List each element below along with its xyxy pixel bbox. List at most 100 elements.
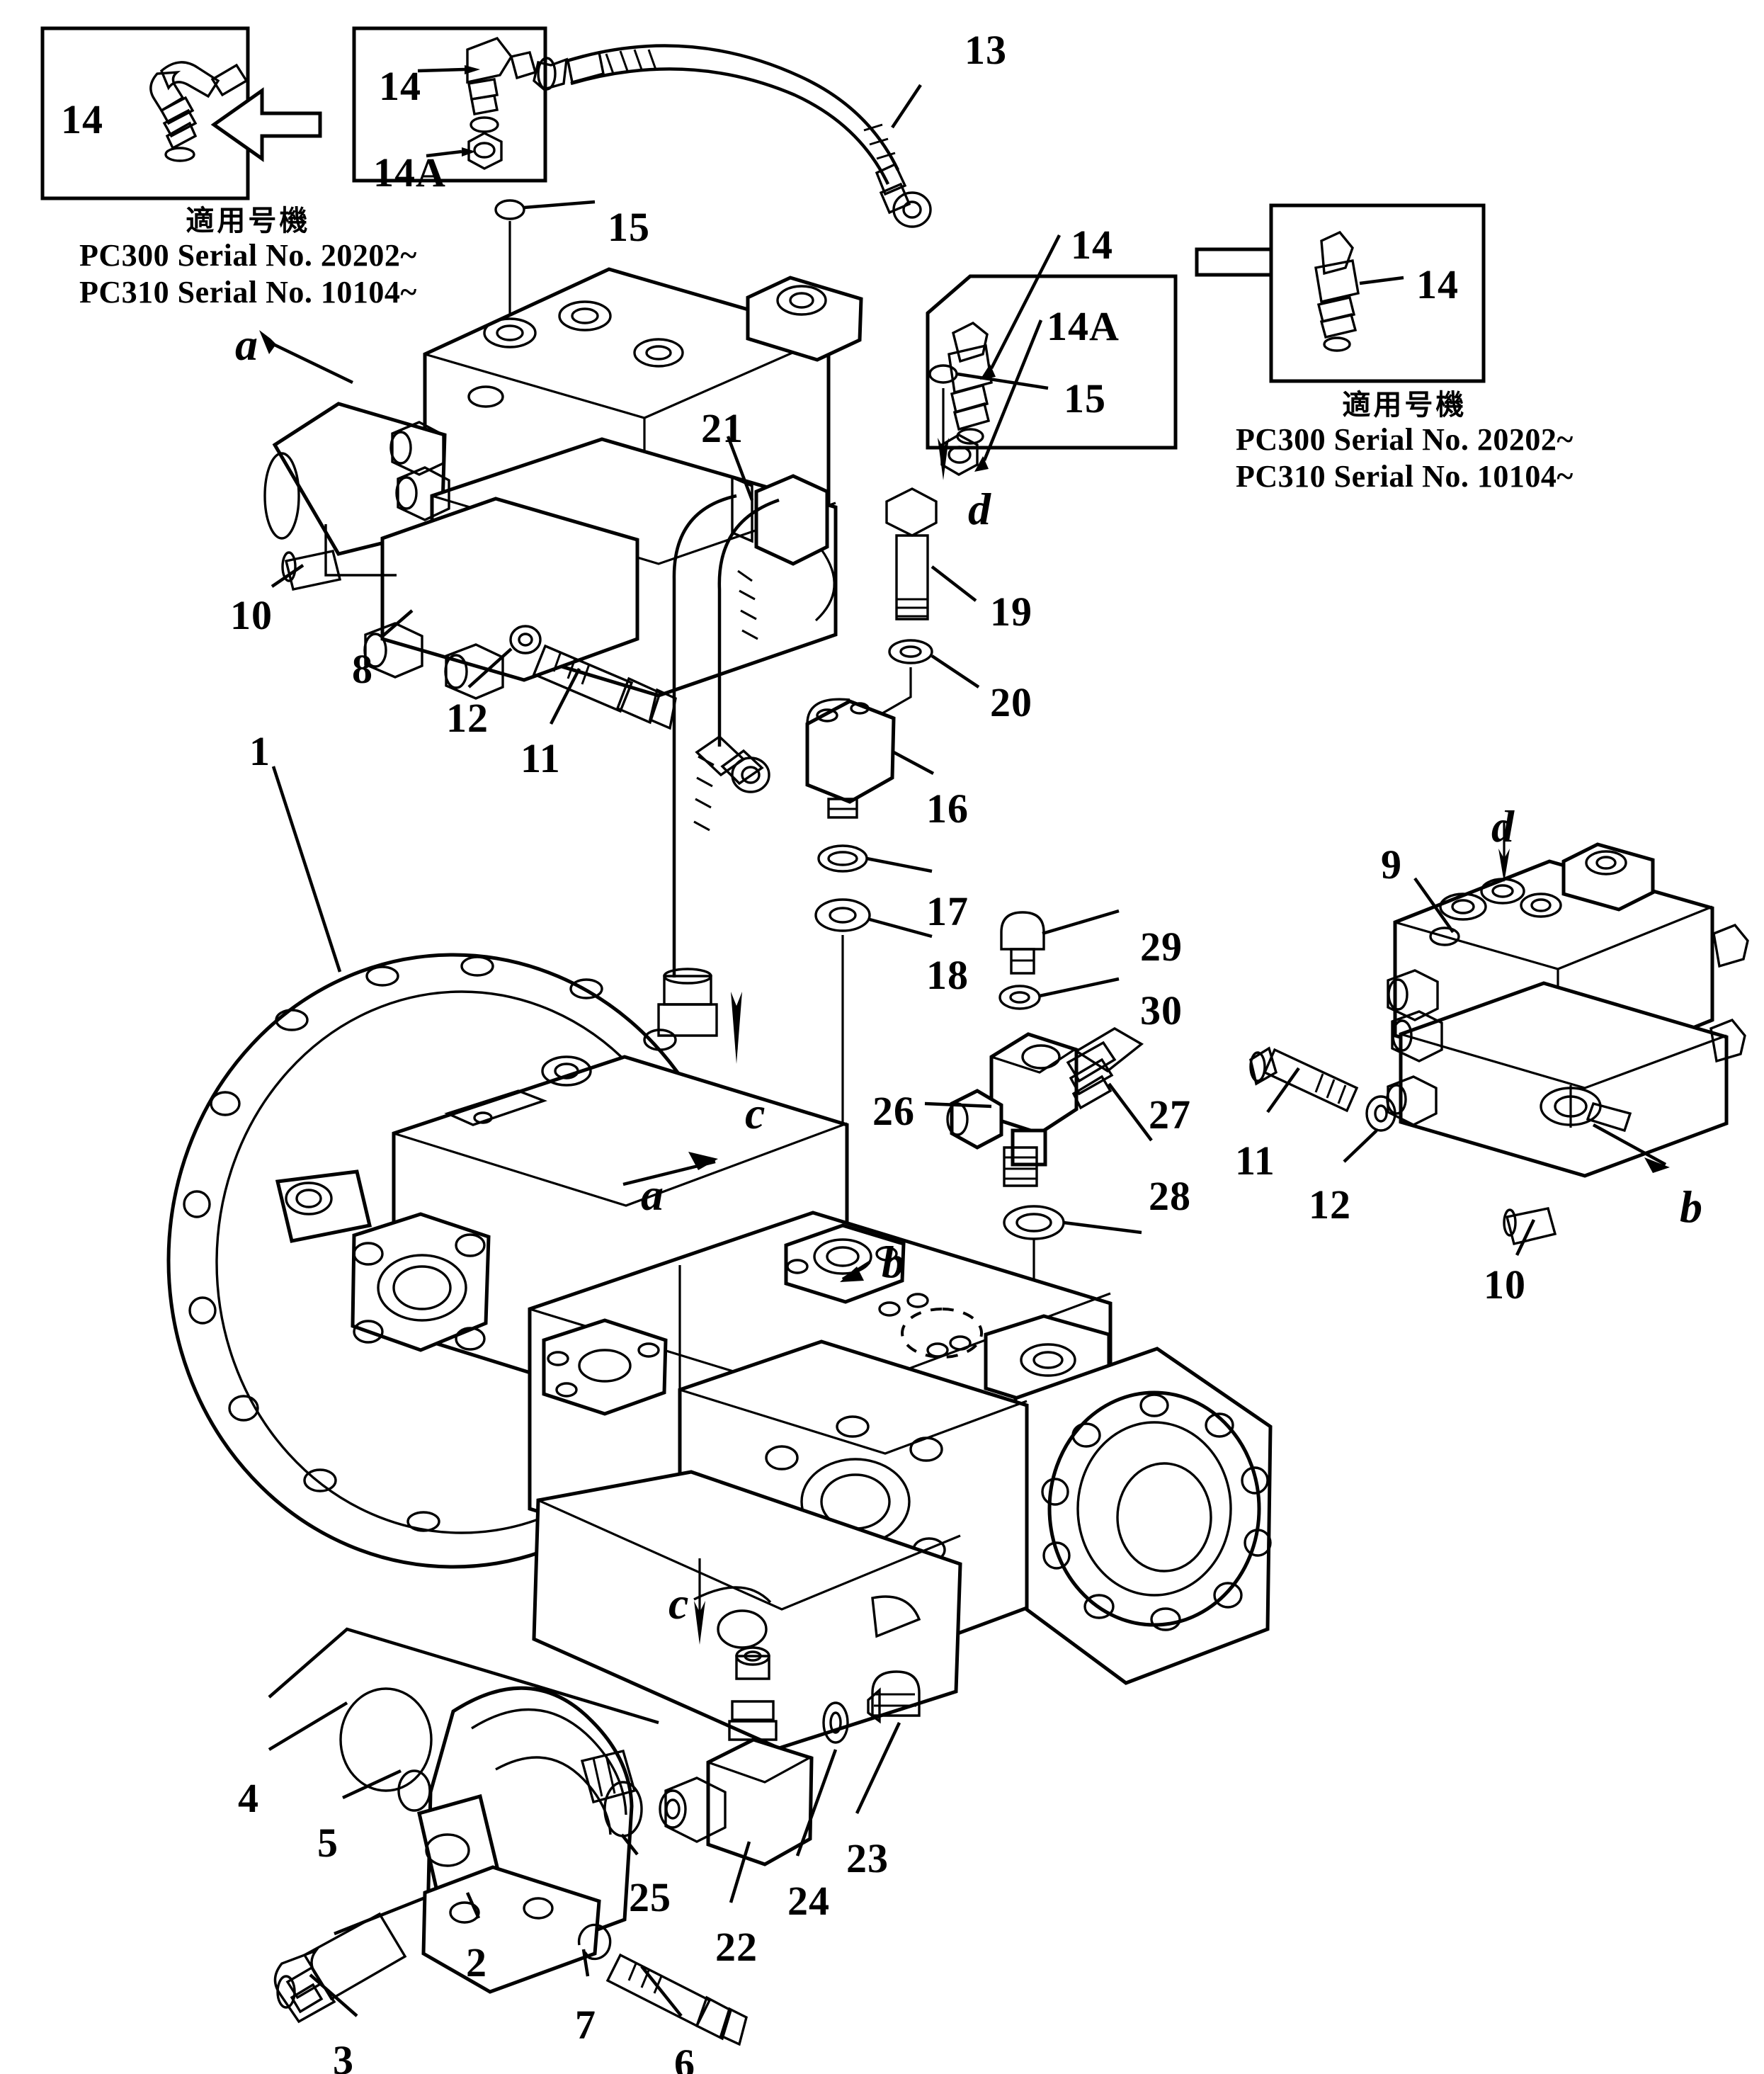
leader-16 [892, 751, 935, 775]
leader-15-right [957, 372, 1049, 390]
callout-13: 13 [964, 27, 1007, 73]
serial-note-right-line2: PC310 Serial No. 10104~ [1236, 459, 1574, 494]
leader-27 [1108, 1082, 1153, 1142]
callout-10-a: 10 [230, 592, 273, 638]
washer-15-left [494, 199, 525, 220]
washer-20 [888, 639, 933, 664]
callout-20: 20 [990, 679, 1032, 725]
gear-pump-assembly [273, 1558, 921, 2046]
oring-30 [998, 985, 1041, 1010]
leader-5 [342, 1769, 402, 1800]
callout-27: 27 [1149, 1092, 1191, 1138]
leader-8 [380, 609, 414, 639]
plug-27 [1066, 1027, 1144, 1110]
callout-5: 5 [317, 1820, 338, 1866]
inset-source-right-box [926, 274, 1178, 450]
callout-18: 18 [926, 952, 969, 998]
leader-12-right [1343, 1129, 1378, 1163]
inset-source-left-box [352, 26, 547, 183]
section-letter-b-body: b [882, 1237, 904, 1287]
oring-24 [822, 1701, 849, 1744]
callout-4: 4 [238, 1775, 259, 1821]
leader-21 [726, 436, 754, 501]
leader-26 [924, 1101, 992, 1109]
bolt-19 [885, 487, 938, 620]
callout-12-a: 12 [446, 695, 489, 741]
leader-15-left [523, 200, 596, 210]
leader-14a-source-left [426, 149, 462, 158]
leader-19 [931, 565, 977, 602]
leader-10-left [271, 564, 305, 588]
leader-22 [729, 1841, 751, 1903]
callout-30: 30 [1140, 987, 1183, 1033]
callout-2: 2 [466, 1939, 487, 1985]
leader-3 [309, 1973, 358, 2017]
right-valve-assembly [1386, 842, 1749, 1246]
callout-1: 1 [249, 728, 271, 774]
callout-21: 21 [701, 405, 744, 451]
bolt-11-right [1249, 1046, 1359, 1113]
pin-10-right [1503, 1207, 1557, 1246]
upper-left-valve-assembly [263, 267, 863, 730]
inset-left-box [40, 26, 250, 200]
callout-24: 24 [787, 1878, 830, 1924]
leader-17 [866, 856, 933, 873]
leader-2 [465, 1892, 481, 1919]
section-arrow-a-upper-line [273, 342, 353, 385]
callout-11-a: 11 [520, 735, 561, 781]
callout-7: 7 [575, 2002, 596, 2048]
leader-30 [1039, 977, 1120, 998]
callout-14-a: 14 [61, 96, 103, 142]
section-arrow-d-right [1498, 849, 1510, 883]
callout-10-b: 10 [1484, 1262, 1526, 1308]
plug-29 [1000, 911, 1045, 975]
section-letter-a-body: a [641, 1169, 664, 1220]
serial-note-left-line1: PC300 Serial No. 20202~ [79, 238, 417, 273]
oring-17 [817, 844, 868, 873]
section-arrow-c-center [731, 992, 742, 1064]
callout-12-b: 12 [1309, 1182, 1351, 1228]
leader-18 [869, 917, 933, 939]
callout-25: 25 [629, 1874, 671, 1920]
leader-25 [620, 1833, 639, 1856]
leader-28 [1063, 1220, 1142, 1235]
leader-14-source-right [989, 234, 1062, 370]
leader-7 [581, 1949, 590, 1977]
washer-18 [814, 898, 871, 932]
callout-23: 23 [846, 1835, 889, 1881]
fitting-22 [659, 1646, 814, 1866]
callout-11-b: 11 [1235, 1138, 1275, 1184]
callout-17: 17 [926, 888, 969, 934]
hose-13 [533, 44, 932, 228]
section-arrow-a-upper-head [259, 330, 276, 354]
section-letter-c-center: c [745, 1088, 766, 1138]
leader-9 [1413, 877, 1455, 934]
callout-28: 28 [1149, 1173, 1191, 1219]
callout-15-b: 15 [1064, 375, 1106, 421]
section-letter-d-upper: d [968, 484, 991, 534]
callout-26: 26 [872, 1088, 915, 1134]
elbow-fitting-right-inset [1314, 230, 1360, 352]
leader-20 [931, 654, 980, 688]
section-arrow-a-body-head [688, 1152, 718, 1170]
callout-14a-b: 14A [373, 149, 446, 196]
section-letter-b-right: b [1680, 1182, 1702, 1232]
callout-29: 29 [1140, 924, 1183, 970]
callout-14-b: 14 [379, 63, 421, 109]
washer-15-right [928, 364, 958, 384]
leader-12-left [467, 647, 513, 688]
leader-11-right [1266, 1067, 1300, 1114]
leader-13 [891, 84, 922, 129]
oring-4 [339, 1687, 433, 1792]
serial-note-right-line1: PC300 Serial No. 20202~ [1236, 422, 1574, 458]
leader-4 [268, 1701, 348, 1751]
snapring-7 [577, 1923, 612, 1961]
section-arrow-b-right-head [1644, 1157, 1670, 1173]
section-letter-d-right: d [1491, 801, 1514, 851]
inset-right-box [1269, 203, 1486, 383]
section-arrow-d-upper [938, 438, 949, 480]
nut-14a-source-left [467, 132, 503, 170]
leader-11-left [549, 667, 581, 725]
section-arrow-b-body-head [840, 1266, 864, 1282]
leader-14a-source-right [982, 319, 1043, 461]
